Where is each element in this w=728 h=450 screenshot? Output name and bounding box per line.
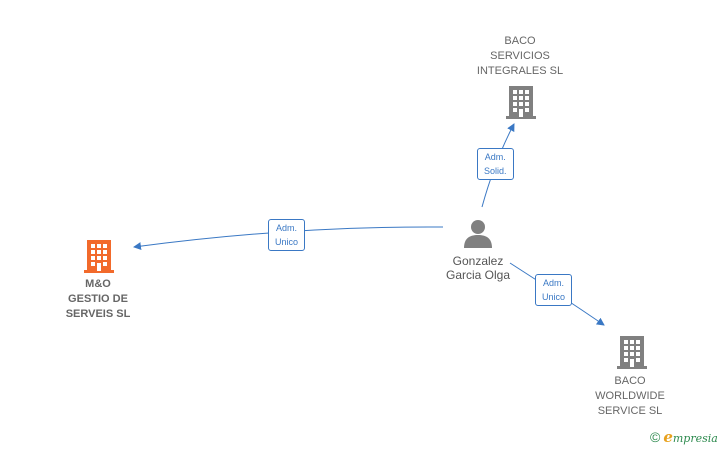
node-label-baco-worldwide[interactable]: BACO WORLDWIDE SERVICE SL xyxy=(570,374,690,419)
building-icon[interactable] xyxy=(505,84,537,120)
node-label-line: SERVICE SL xyxy=(597,405,663,417)
node-label-line: Gonzalez xyxy=(452,254,504,268)
node-label-line: SERVEIS SL xyxy=(65,308,131,320)
brand-logo-initial: e xyxy=(663,428,673,446)
node-label-gonzalez[interactable]: Gonzalez Garcia Olga xyxy=(418,254,538,282)
person-icon[interactable] xyxy=(463,218,493,248)
brand-logo-text: mpresia xyxy=(672,432,718,445)
edge-label-line: Unico xyxy=(542,292,566,302)
node-label-line: GESTIO DE xyxy=(68,293,128,305)
building-icon[interactable] xyxy=(83,238,115,274)
node-label-mo-gestio[interactable]: M&O GESTIO DE SERVEIS SL xyxy=(38,277,158,322)
node-label-line: SERVICIOS xyxy=(490,50,550,62)
edge-label-line: Adm. xyxy=(276,223,298,233)
brand-watermark: ©empresia xyxy=(650,428,718,446)
node-label-line: WORLDWIDE xyxy=(595,390,665,402)
edge-label-adm-unico-worldwide[interactable]: Adm. Unico xyxy=(535,274,573,306)
copyright-icon: © xyxy=(650,429,661,445)
node-label-line: M&O xyxy=(85,278,111,290)
edge-label-line: Adm. xyxy=(484,152,506,162)
node-label-line: INTEGRALES SL xyxy=(476,65,564,77)
node-label-baco-servicios[interactable]: BACO SERVICIOS INTEGRALES SL xyxy=(460,34,580,79)
edge-label-line: Unico xyxy=(275,237,299,247)
edge-label-line: Adm. xyxy=(543,278,565,288)
edge-label-adm-solid[interactable]: Adm. Solid. xyxy=(477,148,514,180)
building-icon[interactable] xyxy=(616,334,648,370)
node-label-line: BACO xyxy=(614,375,646,387)
edge-label-line: Solid. xyxy=(484,166,507,176)
node-label-line: Garcia Olga xyxy=(445,268,511,282)
edge-label-adm-unico-mo[interactable]: Adm. Unico xyxy=(268,219,306,251)
node-label-line: BACO xyxy=(504,35,536,47)
